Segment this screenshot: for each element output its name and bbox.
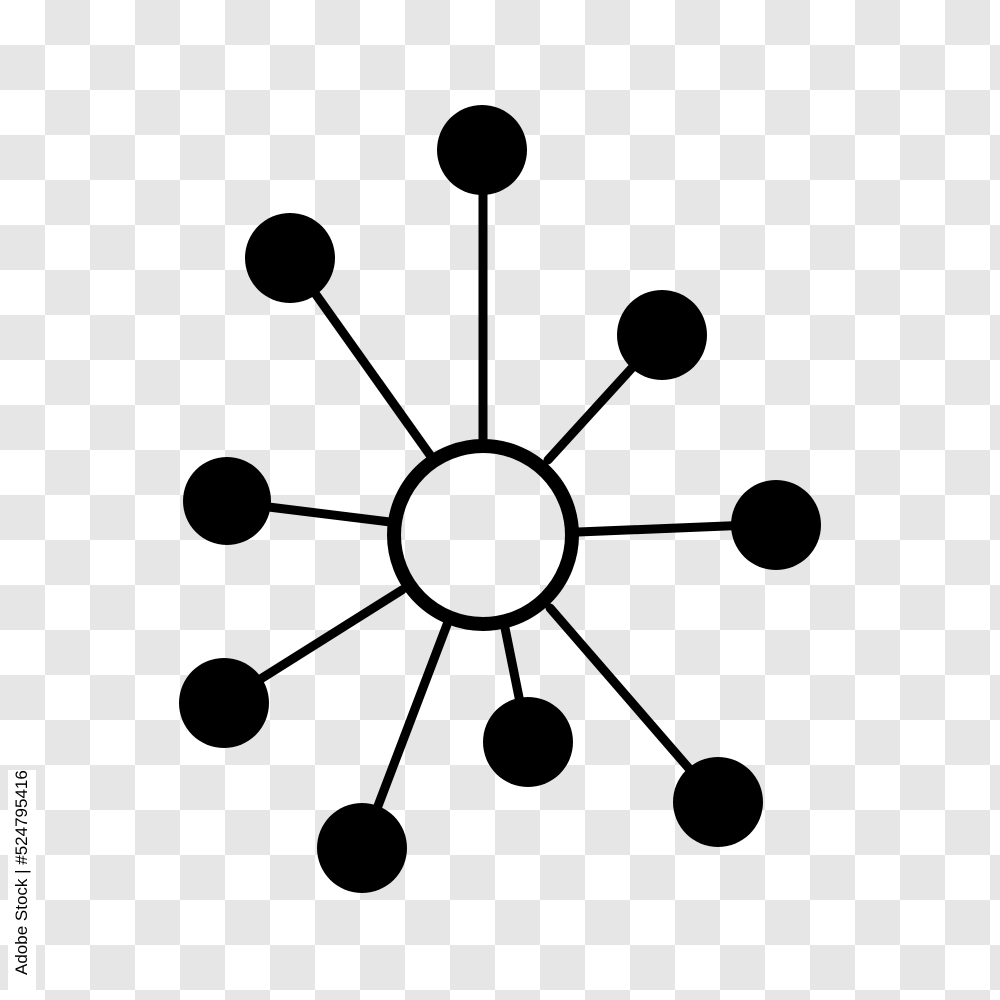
node-bottom-center: [483, 697, 573, 787]
hub-ring: [387, 439, 579, 631]
node-bottom-left: [317, 803, 407, 893]
node-bottom-right: [673, 757, 763, 847]
node-right: [731, 480, 821, 570]
node-upper-left: [245, 213, 335, 303]
node-left: [183, 457, 271, 545]
node-top: [437, 105, 527, 195]
stock-id-label: Adobe Stock | #524795416: [8, 770, 36, 1000]
node-lower-left: [179, 658, 269, 748]
node-upper-right: [617, 290, 707, 380]
